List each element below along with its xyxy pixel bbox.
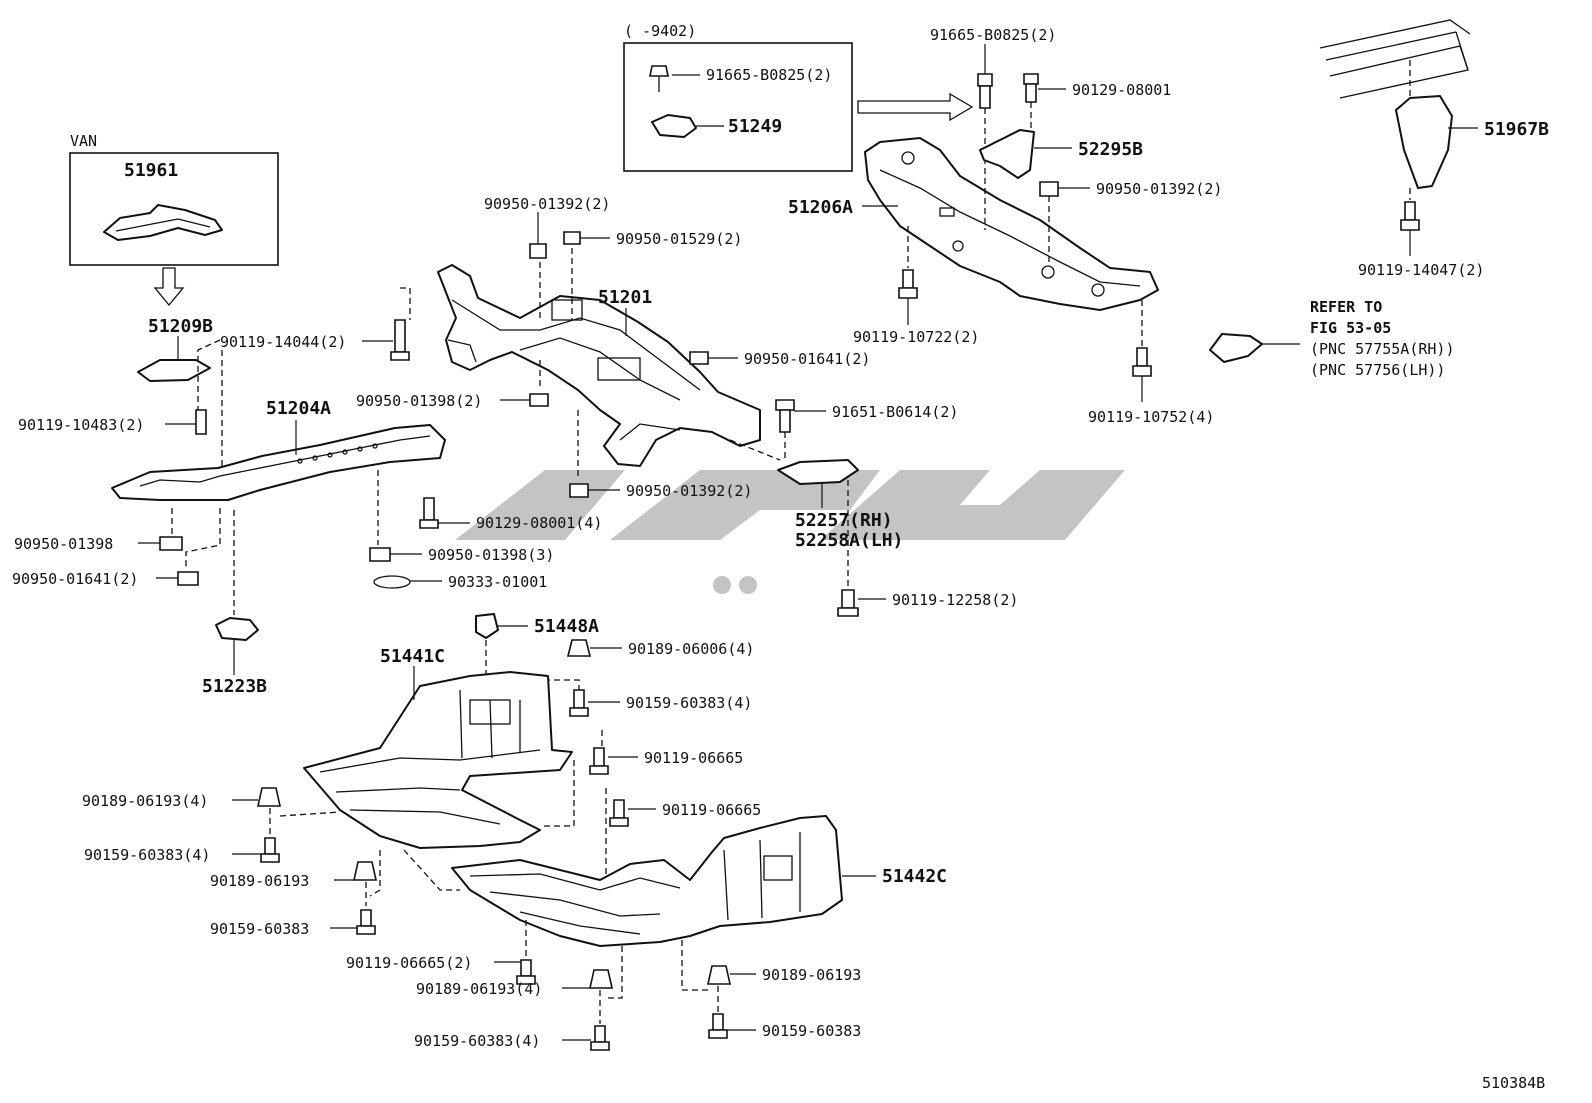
refer-part-shape [1209,333,1263,363]
label-90950-01641-b: 90950-01641(2) [12,570,138,588]
down-arrow-icon [153,267,185,307]
label-90950-01398-2: 90950-01398(2) [356,392,482,410]
watermark-logo [455,470,1125,594]
part-51209B-label: 51209B [148,316,213,337]
label-90119-14047: 90119-14047(2) [1358,261,1484,279]
label-90129-08001-4: 90129-08001(4) [476,514,602,532]
label-90189-06193-4a: 90189-06193(4) [82,792,208,810]
label-90333-01001: 90333-01001 [448,573,547,591]
part-51249-label: 51249 [728,116,782,137]
part-51201-label: 51201 [598,287,652,308]
label-90159-60383-b: 90159-60383 [762,1022,861,1040]
part-51204A-shape [111,424,446,501]
part-51249-shape [651,114,697,138]
part-51448A-shape [475,613,499,639]
label-91651-B0614: 91651-B0614(2) [832,403,958,421]
label-90119-10483: 90119-10483(2) [18,416,144,434]
part-51967B-shape [1395,95,1453,189]
label-90119-06665-b: 90119-06665 [662,801,761,819]
label-90119-10752: 90119-10752(4) [1088,408,1214,426]
label-90189-06193-a: 90189-06193 [210,872,309,890]
label-90950-01392-top: 90950-01392(2) [484,195,610,213]
label-90159-60383-4a: 90159-60383(4) [84,846,210,864]
label-90950-01398-a: 90950-01398 [14,535,113,553]
label-90950-01392-right: 90950-01392(2) [1096,180,1222,198]
part-51442C-shape [451,815,843,947]
refer-line1: REFER TO [1310,298,1382,316]
label-90950-01641: 90950-01641(2) [744,350,870,368]
van-inset: VAN 51961 [69,132,279,266]
part-52295B-label: 52295B [1078,139,1143,160]
label-90119-12258: 90119-12258(2) [892,591,1018,609]
part-51223B-label: 51223B [202,676,267,697]
label-90129-08001: 90129-08001 [1072,81,1171,99]
label-91665-B0825-top: 91665-B0825(2) [930,26,1056,44]
label-90189-06006: 90189-06006(4) [628,640,754,658]
frame-rail-shape [1319,19,1471,99]
label-90119-06665-2: 90119-06665(2) [346,954,472,972]
refer-line4: (PNC 57756(LH)) [1310,361,1445,379]
part-51961-label: 51961 [124,160,178,181]
date-inset-bolt-label: 91665-B0825(2) [706,66,832,84]
van-inset-title: VAN [70,132,97,150]
label-90950-01529: 90950-01529(2) [616,230,742,248]
diagram-id: 510384B [1482,1074,1545,1092]
part-52295B-shape [979,129,1035,179]
label-90159-60383-a: 90159-60383 [210,920,309,938]
date-inset: ( -9402) 91665-B0825(2) 51249 [623,22,853,172]
label-90950-01392-low: 90950-01392(2) [626,482,752,500]
label-90119-10722: 90119-10722(2) [853,328,979,346]
part-51441C-shape [303,671,573,849]
part-51223B-shape [215,617,259,641]
refer-line3: (PNC 57755A(RH)) [1310,340,1455,358]
part-51204A-label: 51204A [266,398,331,419]
part-52258A-label: 52258A(LH) [795,530,903,551]
part-51442C-label: 51442C [882,866,947,887]
refer-line2: FIG 53-05 [1310,319,1391,337]
part-51206A-label: 51206A [788,197,853,218]
part-52257-shape [777,459,859,485]
part-51967B-label: 51967B [1484,119,1549,140]
label-90189-06193-b: 90189-06193 [762,966,861,984]
part-51441C-label: 51441C [380,646,445,667]
part-51206A-shape [864,137,1159,311]
label-90159-60383-top: 90159-60383(4) [626,694,752,712]
part-51209B-shape [137,359,211,382]
part-51201-shape [437,264,761,467]
part-51448A-label: 51448A [534,616,599,637]
right-arrow-icon [857,92,974,122]
date-inset-title: ( -9402) [624,22,696,40]
part-52257-label: 52257(RH) [795,510,893,531]
label-90119-06665-a: 90119-06665 [644,749,743,767]
label-90950-01398-3: 90950-01398(3) [428,546,554,564]
label-90159-60383-4b: 90159-60383(4) [414,1032,540,1050]
label-90119-14044: 90119-14044(2) [220,333,346,351]
label-90189-06193-4b: 90189-06193(4) [416,980,542,998]
